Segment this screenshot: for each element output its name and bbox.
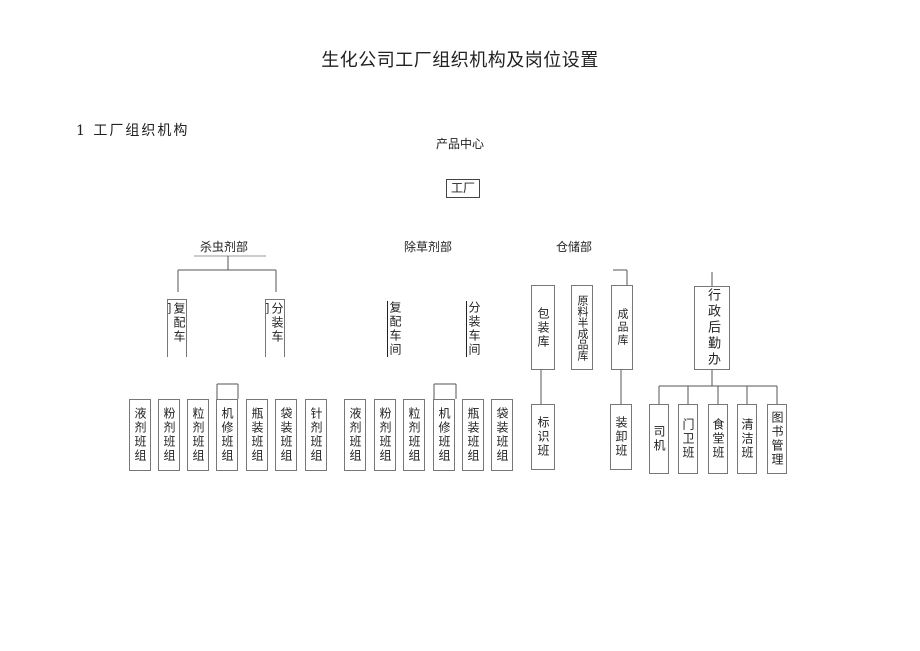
- herbicide-packing-workshop: 分装车间: [461, 299, 481, 357]
- dept-insecticide: 杀虫剂部: [200, 240, 249, 254]
- herbicide-team-powder: 粉剂班组: [374, 399, 396, 471]
- insecticide-team-bagging: 袋装班组: [275, 399, 297, 471]
- admin-team-driver: 司机: [649, 404, 669, 474]
- insecticide-team-granule: 粒剂班组: [187, 399, 209, 471]
- admin-logistics-office: 行政后勤办: [694, 286, 730, 370]
- herbicide-team-bottling: 瓶装班组: [462, 399, 484, 471]
- labeling-team: 标识班: [531, 404, 555, 470]
- insecticide-team-bottling: 瓶装班组: [246, 399, 268, 471]
- herbicide-team-maintenance: 机修班组: [433, 399, 455, 471]
- loading-team: 装卸班: [610, 404, 632, 470]
- insecticide-team-liquid: 液剂班组: [129, 399, 151, 471]
- factory-node: 工厂: [446, 179, 480, 198]
- insecticide-team-maintenance: 机修班组: [216, 399, 238, 471]
- insecticide-team-injection: 针剂班组: [305, 399, 327, 471]
- dept-herbicide: 除草剂部: [404, 240, 453, 254]
- herbicide-team-granule: 粒剂班组: [403, 399, 425, 471]
- admin-team-canteen: 食堂班: [708, 404, 728, 474]
- insecticide-team-powder: 粉剂班组: [158, 399, 180, 471]
- admin-team-cleaning: 清洁班: [737, 404, 757, 474]
- dept-storage: 仓储部: [556, 240, 593, 254]
- herbicide-team-bagging: 袋装班组: [491, 399, 513, 471]
- insecticide-packing-workshop: 分装车间: [265, 299, 285, 357]
- raw-material-store: 原料半成品库: [571, 285, 593, 370]
- packaging-store: 包装库: [531, 285, 555, 370]
- admin-team-library: 图书管理: [767, 404, 787, 474]
- herbicide-team-liquid: 液剂班组: [344, 399, 366, 471]
- section-heading: 1 工厂组织机构: [76, 123, 190, 139]
- herbicide-compound-workshop: 复配车间: [382, 299, 402, 357]
- product-center-label: 产品中心: [435, 137, 484, 151]
- insecticide-compound-workshop: 复配车间: [167, 299, 187, 357]
- page-title: 生化公司工厂组织机构及岗位设置: [321, 50, 599, 71]
- finished-store: 成品库: [611, 285, 633, 370]
- admin-team-guard: 门卫班: [678, 404, 698, 474]
